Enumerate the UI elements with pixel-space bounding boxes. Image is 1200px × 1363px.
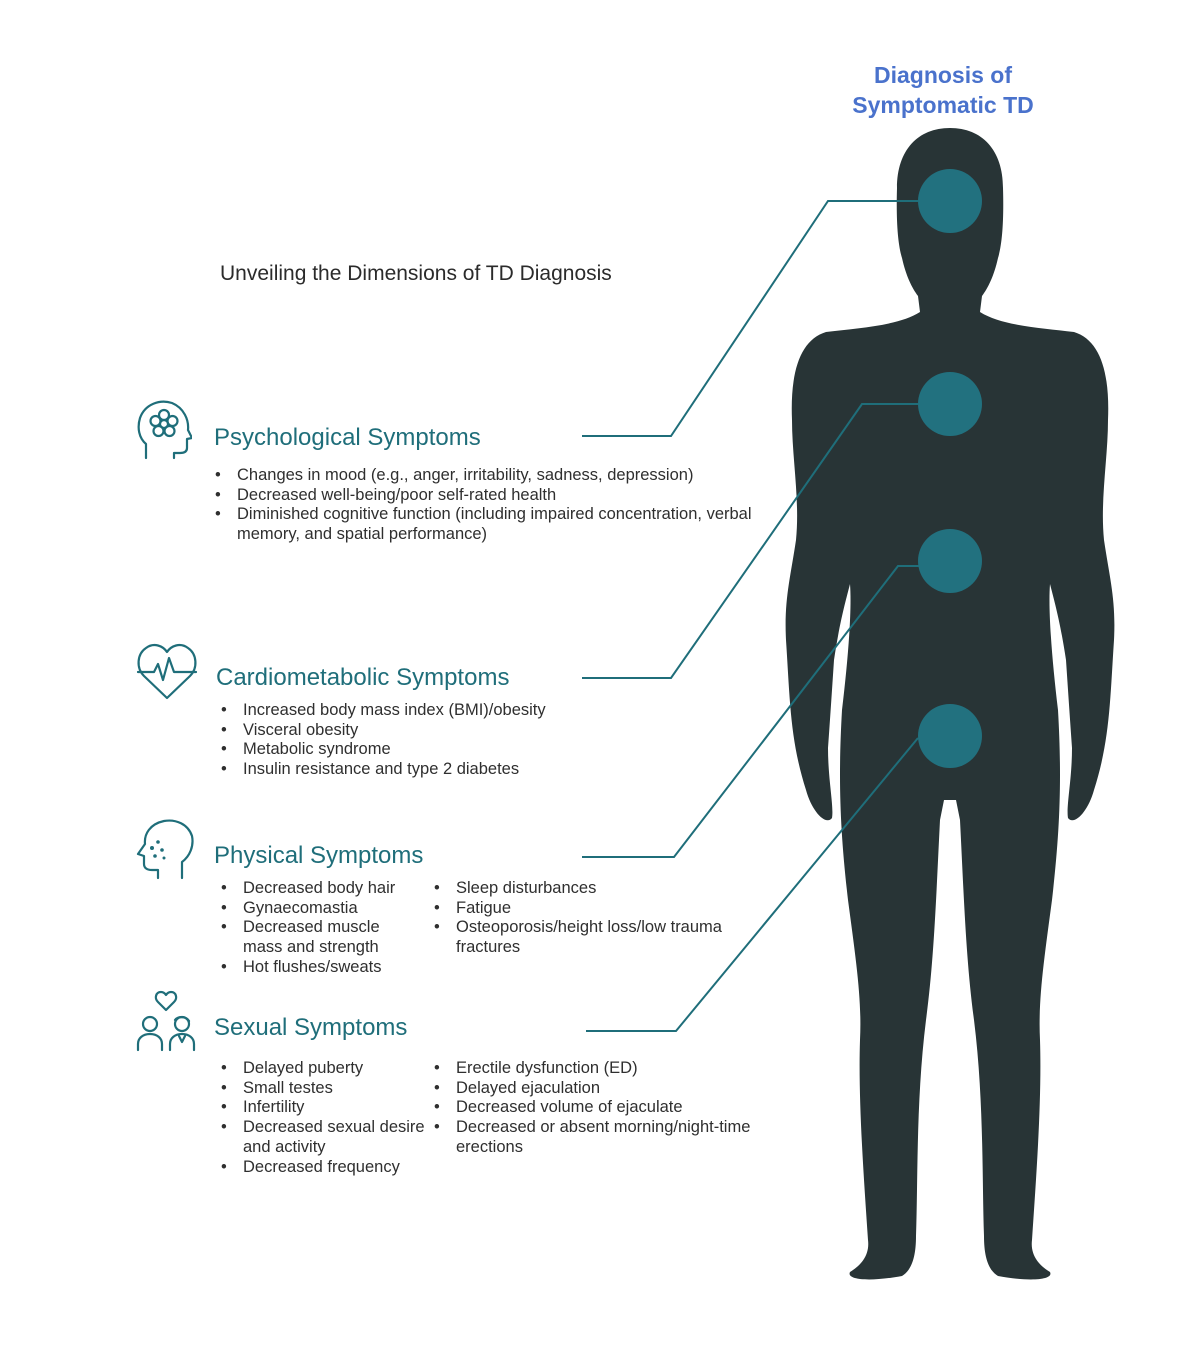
physical-connector-line [582,565,920,858]
list-item: Fatigue [434,899,724,919]
list-item: Increased body mass index (BMI)/obesity [221,701,781,721]
heart-pulse-icon [136,643,198,700]
psychological-title: Psychological Symptoms [214,424,481,451]
list-item: Visceral obesity [221,721,781,741]
cardiometabolic-title: Cardiometabolic Symptoms [216,664,510,691]
list-item: Hot flushes/sweats [221,958,421,978]
page-subtitle: Unveiling the Dimensions of TD Diagnosis [220,262,612,285]
list-item: Gynaecomastia [221,899,421,919]
cardiometabolic-marker-dot [918,372,982,436]
list-item: Decreased sexual desire and activity [221,1118,431,1157]
list-item: Delayed ejaculation [434,1079,804,1099]
list-item: Decreased body hair [221,879,421,899]
list-item: Delayed puberty [221,1059,431,1079]
list-item: Decreased frequency [221,1158,431,1178]
physical-list-left: Decreased body hair Gynaecomastia Decrea… [221,879,421,978]
couple-heart-icon [136,990,196,1052]
list-item: Osteoporosis/height loss/low trauma frac… [434,918,724,957]
human-silhouette [785,128,1115,1280]
face-profile-icon [136,819,194,880]
list-item: Decreased well-being/poor self-rated hea… [215,486,775,506]
list-item: Diminished cognitive function (including… [215,505,775,544]
list-item: Metabolic syndrome [221,740,781,760]
sexual-title: Sexual Symptoms [214,1014,408,1041]
psychological-connector-line [582,200,918,437]
list-item: Infertility [221,1098,431,1118]
sexual-marker-dot [918,704,982,768]
physical-title: Physical Symptoms [214,842,424,869]
list-item: Decreased or absent morning/night-time e… [434,1118,804,1157]
sexual-list-left: Delayed puberty Small testes Infertility… [221,1059,431,1177]
list-item: Sleep disturbances [434,879,724,899]
sexual-connector-line [586,737,919,1032]
list-item: Decreased volume of ejaculate [434,1098,804,1118]
physical-list-right: Sleep disturbances Fatigue Osteoporosis/… [434,879,724,958]
list-item: Decreased muscle mass and strength [221,918,421,957]
physical-marker-dot [918,529,982,593]
list-item: Erectile dysfunction (ED) [434,1059,804,1079]
head-flower-icon [137,400,192,460]
sexual-list-right: Erectile dysfunction (ED) Delayed ejacul… [434,1059,804,1158]
cardiometabolic-list: Increased body mass index (BMI)/obesity … [221,701,781,780]
psychological-list: Changes in mood (e.g., anger, irritabili… [215,466,775,545]
list-item: Changes in mood (e.g., anger, irritabili… [215,466,775,486]
list-item: Small testes [221,1079,431,1099]
psychological-marker-dot [918,169,982,233]
list-item: Insulin resistance and type 2 diabetes [221,760,781,780]
page-title: Diagnosis of Symptomatic TD [852,62,1034,118]
